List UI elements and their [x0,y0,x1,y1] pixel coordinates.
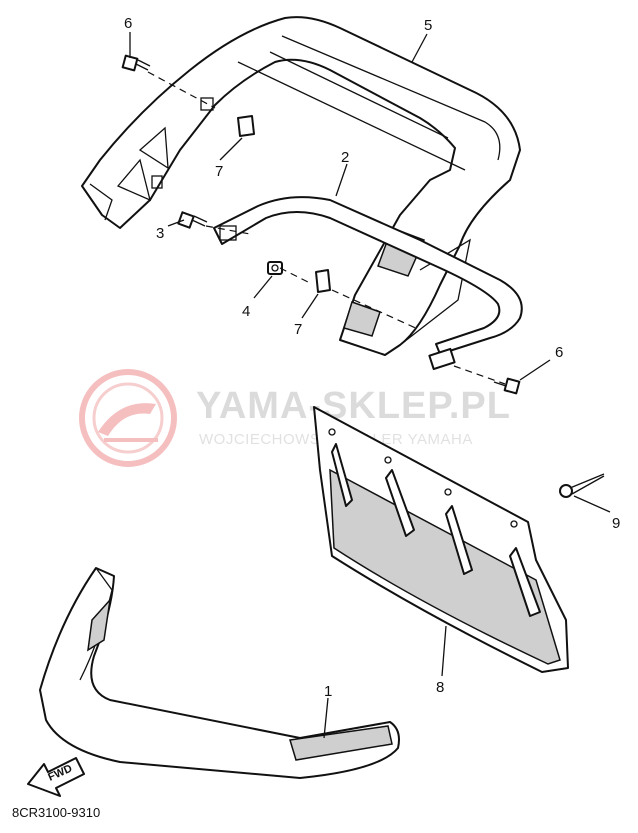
drawing-code: 8CR3100-9310 [12,805,100,820]
callout-7-top: 7 [215,163,223,180]
watermark: YAMA-SKLEP.PL WOJCIECHOWSKI DEALER YAMAH… [79,369,511,467]
callout-3: 3 [156,225,164,242]
callout-5: 5 [424,17,432,34]
watermark-title: YAMA-SKLEP.PL [196,385,511,427]
callout-6-right: 6 [555,344,563,361]
part-1-front-bumper [39,567,400,779]
callout-1: 1 [324,683,332,700]
nut-4 [267,261,283,275]
part-2-rail [213,196,523,371]
callouts: 6 5 2 7 3 4 7 6 9 8 1 [124,15,620,700]
leader-lines [129,32,611,739]
callout-7-mid: 7 [294,321,302,338]
callout-8: 8 [436,679,444,696]
callout-4: 4 [242,303,250,320]
rivet-9 [559,473,605,498]
callout-9: 9 [612,515,620,532]
bolt-3 [177,211,208,229]
assembly-lines [147,71,506,385]
callout-6-top: 6 [124,15,132,32]
fwd-arrow-icon: FWD [27,757,85,797]
watermark-logo [79,369,177,467]
clip-7-top [237,115,255,137]
part-5-rear-frame [81,16,521,356]
bolt-6-top [121,54,151,72]
callout-2: 2 [341,149,349,166]
bolt-6-right [493,377,521,395]
part-8-mud-flap [313,406,569,673]
clip-7-mid [315,269,331,293]
